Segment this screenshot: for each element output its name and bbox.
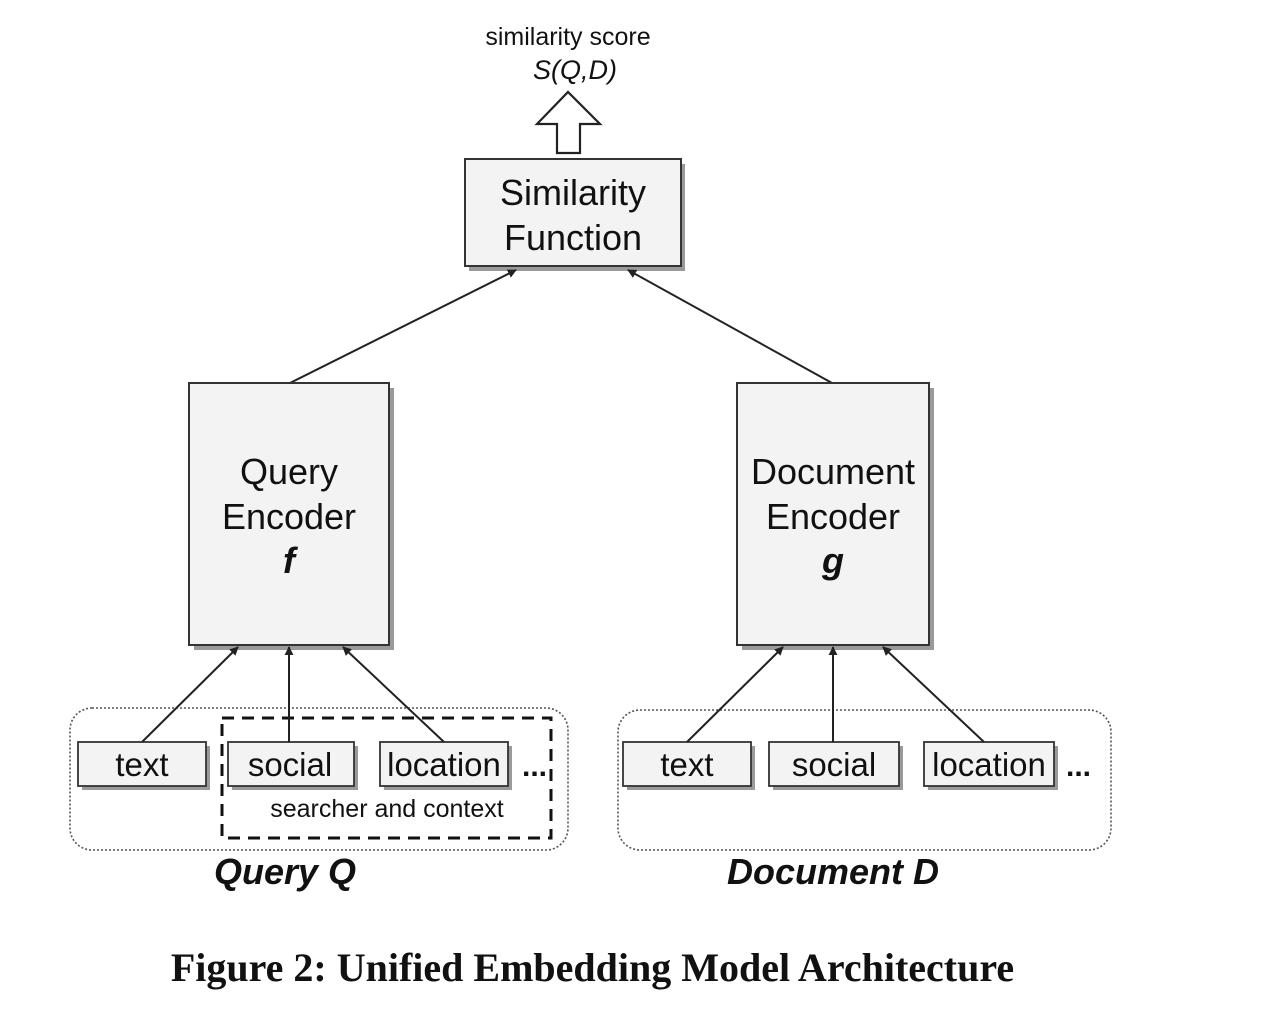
output-arrow-icon (534, 90, 603, 155)
svg-text:text: text (115, 746, 168, 783)
similarity-score-label: similarity score (485, 23, 650, 51)
searcher-context-label: searcher and context (270, 795, 504, 823)
similarity-score-formula: S(Q,D) (533, 55, 617, 85)
query-encoder-line1: Query (240, 451, 338, 492)
searcher-context-border (220, 716, 553, 840)
svg-text:text: text (660, 746, 713, 783)
svg-text:social: social (792, 746, 876, 783)
figure-caption: Figure 2: Unified Embedding Model Archit… (170, 945, 1015, 990)
document-location-edge (882, 646, 985, 743)
svg-text:social: social (248, 746, 332, 783)
document-group-label: Document D (727, 851, 939, 892)
document-encoder-symbol: g (821, 540, 844, 581)
document-encoder-box: Document Encoder g (736, 382, 934, 650)
document-to-similarity-edge (627, 269, 833, 384)
document-field-text: text (622, 741, 755, 790)
query-location-edge (342, 646, 445, 743)
query-fields-ellipsis: ... (522, 750, 547, 783)
query-group-border (69, 707, 569, 851)
svg-text:location: location (932, 746, 1046, 783)
similarity-function-box: Similarity Function (464, 158, 685, 271)
document-group-border (617, 709, 1112, 851)
document-encoder-line2: Encoder (766, 496, 900, 537)
similarity-function-line2: Function (504, 217, 642, 258)
query-field-text: text (77, 741, 210, 790)
document-field-social: social (768, 741, 903, 790)
svg-text:location: location (387, 746, 501, 783)
query-field-location: location (379, 741, 512, 790)
similarity-function-line1: Similarity (500, 172, 646, 213)
query-encoder-box: Query Encoder f (188, 382, 394, 650)
query-text-edge (141, 646, 239, 743)
document-encoder-line1: Document (751, 451, 915, 492)
query-to-similarity-edge (289, 269, 517, 384)
query-group-label: Query Q (214, 851, 356, 892)
query-encoder-symbol: f (283, 540, 298, 581)
document-text-edge (686, 646, 784, 743)
document-field-location: location (923, 741, 1058, 790)
document-fields-ellipsis: ... (1066, 750, 1091, 783)
query-field-social: social (227, 741, 358, 790)
query-encoder-line2: Encoder (222, 496, 356, 537)
